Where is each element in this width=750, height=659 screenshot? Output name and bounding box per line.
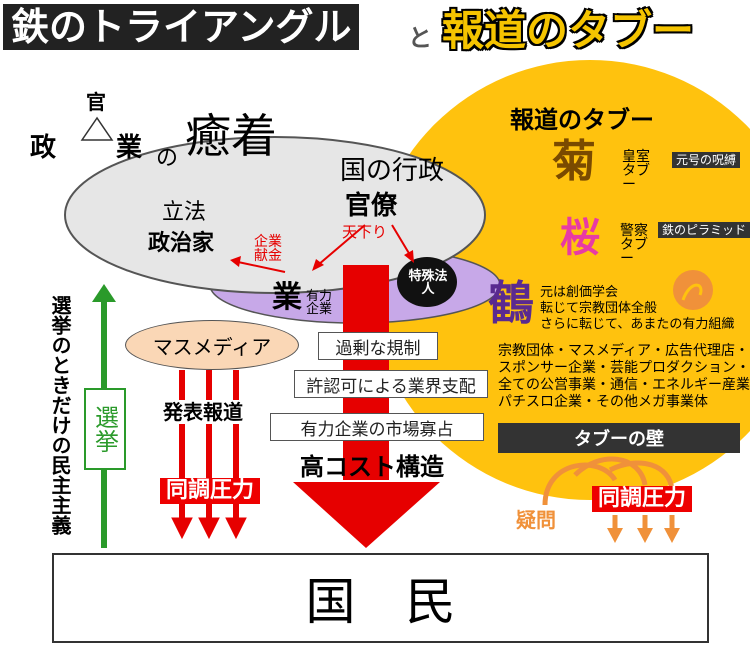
media-ellipse: マスメディア	[125, 320, 299, 370]
kiku-label: 皇室タブー	[622, 149, 650, 193]
special-corp-ellipse	[397, 257, 457, 307]
doubt-arrows	[542, 456, 675, 530]
soka-logo-icon	[673, 270, 713, 310]
taboo-list-2: スポンサー企業・芸能プロダクション・	[498, 360, 750, 376]
legislature-label: 立法	[162, 200, 207, 225]
issue-box-2: 許認可による業界支配	[294, 370, 488, 398]
title-connector: と	[408, 24, 432, 52]
sakura-label: 警察タブー	[620, 223, 648, 267]
business-label: 業	[272, 280, 302, 315]
taboo-list-3: 全ての公営事業・通信・エネルギー産業	[498, 377, 750, 393]
issue-box-3: 有力企業の市場寡占	[270, 413, 484, 441]
triangle-right: 業	[116, 133, 143, 163]
powerful-corp-label: 有力企業	[306, 289, 333, 317]
media-label: マスメディア	[152, 334, 272, 359]
donations-label: 企業献金	[254, 234, 282, 264]
taboo-wall: タブーの壁	[498, 423, 740, 453]
election-label: 選挙	[90, 405, 119, 453]
triangle-no: の	[156, 146, 179, 171]
politicians-label: 政治家	[148, 231, 215, 256]
issue-box-1: 過剰な規制	[318, 332, 438, 360]
election-box: 選挙	[84, 388, 126, 470]
sakura-char: 桜	[560, 215, 600, 261]
title-press-taboo: 報道のタブー	[442, 6, 695, 55]
media-arrows	[171, 370, 247, 540]
triangle-top: 官	[86, 90, 106, 114]
people-label: 国 民	[305, 573, 456, 631]
triangle-icon	[80, 116, 114, 141]
tsuru-desc-1: 元は創価学会	[540, 285, 619, 300]
kiku-tag: 元号の呪縛	[672, 152, 741, 168]
government-ellipse	[64, 136, 486, 294]
adhesion-label: 癒着	[185, 109, 277, 163]
bureaucrats-label: 官僚	[345, 191, 398, 221]
tsuru-desc-2: 転じて宗教団体全般	[540, 301, 658, 316]
taboo-list-1: 宗教団体・マスメディア・広告代理店・	[498, 343, 750, 359]
taboo-wall-label: タブーの壁	[574, 429, 664, 450]
title-iron-triangle: 鉄のトライアングル	[3, 4, 360, 50]
big-arrow-head	[293, 482, 440, 548]
tsuru-char: 鶴	[488, 276, 534, 330]
media-pressure-label: 同調圧力	[160, 478, 261, 504]
amakudari-label: 天下り	[342, 223, 388, 241]
high-cost-label: 高コスト構造	[300, 453, 444, 481]
taboo-heading: 報道のタブー	[510, 106, 654, 134]
taboo-list-4: パチスロ企業・その他メガ事業体	[498, 394, 708, 410]
kiku-char: 菊	[552, 136, 596, 187]
announcement-label: 発表報道	[160, 400, 246, 424]
people-box: 国 民	[52, 553, 709, 643]
taboo-pressure-label: 同調圧力	[592, 486, 693, 512]
administration-label: 国の行政	[340, 156, 445, 186]
triangle-left: 政	[30, 133, 57, 163]
sakura-tag: 鉄のピラミッド	[658, 222, 750, 238]
doubt-label: 疑問	[516, 508, 556, 532]
special-corp-label: 特殊法人	[408, 269, 448, 297]
election-vertical-text: 選挙のときだけの民主主義	[48, 295, 72, 535]
tsuru-desc-3: さらに転じて、あまたの有力組織	[540, 317, 735, 332]
